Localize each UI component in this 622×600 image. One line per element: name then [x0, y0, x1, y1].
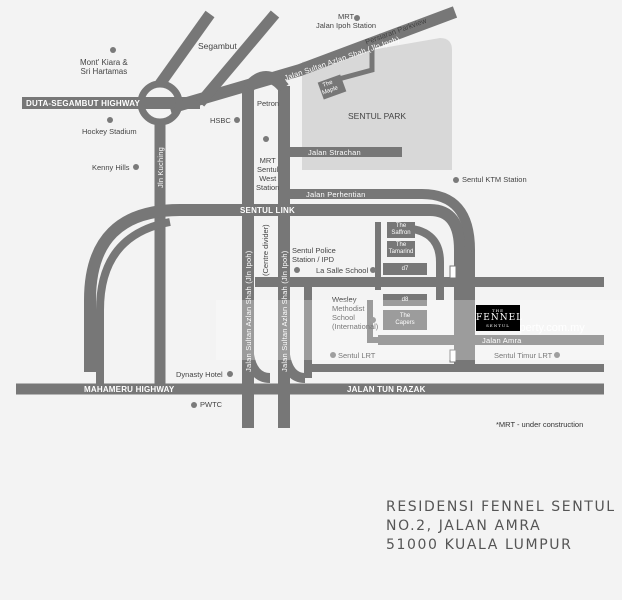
logo-line2: FENNEL — [476, 313, 524, 323]
hsbc-label: HSBC — [210, 116, 231, 125]
segambut-label: Segambut — [198, 41, 237, 51]
mrt-sentul-west-dot — [263, 136, 269, 142]
logo-line1: THE — [491, 308, 505, 313]
sentul-park-area — [302, 38, 452, 170]
jalan-ipoh-loop — [243, 71, 289, 93]
address-line2: NO.2, JALAN AMRA — [386, 518, 542, 534]
jalan-ipoh-bottom-curve — [243, 339, 271, 383]
mrt-sentul-west-label: MRT Sentul West Station — [256, 156, 280, 192]
hockey-stadium-dot — [107, 117, 113, 123]
dynasty-hotel-label: Dynasty Hotel — [176, 370, 223, 379]
sentul-lrt-dot — [330, 352, 336, 358]
mahameru-label: MAHAMERU HIGHWAY — [84, 385, 175, 394]
watermark-text: iProperty.com.my — [500, 322, 585, 334]
police-label: Sentul Police Station / IPD — [292, 246, 336, 264]
jln-kuching-label: Jln Kuching — [156, 147, 165, 188]
petron-label: Petron — [257, 99, 280, 108]
pwtc-dot — [191, 402, 197, 408]
sentul-ktm-label: Sentul KTM Station — [462, 175, 527, 184]
hsbc-dot — [234, 117, 240, 123]
hockey-stadium-label: Hockey Stadium — [82, 127, 137, 136]
railway-markers — [449, 265, 457, 363]
address-line3: 51000 KUALA LUMPUR — [386, 537, 573, 553]
sentul-lrt-label: Sentul LRT — [338, 351, 376, 360]
address-line1: RESIDENSI FENNEL SENTUL — [386, 499, 616, 515]
tamarind-block: The Tamarind — [387, 241, 415, 257]
jalan-amra-label: Jalan Amra — [482, 336, 522, 345]
police-dot — [294, 267, 300, 273]
duta-segambut-label: DUTA-SEGAMBUT HIGHWAY — [26, 99, 140, 108]
sentul-ktm-dot — [453, 177, 459, 183]
jalan-ipoh-bottom-curve-2 — [279, 339, 306, 383]
sentul-park-label: SENTUL PARK — [348, 111, 407, 121]
jalan-tun-razak-label: JALAN TUN RAZAK — [347, 385, 426, 394]
sentul-link-label: SENTUL LINK — [240, 206, 295, 215]
sentul-timur-lrt-dot — [554, 352, 560, 358]
pwtc-label: PWTC — [200, 400, 223, 409]
la-salle-label: La Salle School — [316, 266, 369, 275]
sentul-timur-lrt-label: Sentul Timur LRT — [494, 351, 553, 360]
d7-block: d7 — [383, 263, 427, 275]
mrt-jalan-ipoh-dot — [354, 15, 360, 21]
wesley-dot — [370, 317, 376, 323]
sentul-link-road — [84, 204, 466, 372]
sentul-link-inner — [96, 218, 171, 386]
kenny-hills-dot — [133, 164, 139, 170]
jalan-perhentian-road — [290, 189, 475, 368]
la-salle-dot — [370, 267, 376, 273]
segambut-road-2 — [195, 10, 280, 107]
kenny-hills-label: Kenny Hills — [92, 163, 130, 172]
mrt-note: *MRT - under construction — [496, 420, 584, 429]
centre-divider-label: (Centre divider) — [261, 224, 270, 276]
wesley-label: Wesley Methodist School (International) — [332, 295, 379, 331]
logo-line3: SENTUL — [486, 323, 510, 328]
segambut-road — [155, 10, 215, 88]
fennel-logo: THE FENNEL SENTUL — [476, 305, 524, 331]
capers-block: The Capers — [383, 310, 427, 330]
saffron-block: The Saffron — [387, 222, 415, 238]
mont-kiara-dot — [110, 47, 116, 53]
d8-block: d8 — [383, 294, 427, 306]
persiaran-parkview-road — [334, 48, 375, 83]
jalan-perhentian-label: Jalan Perhentian — [306, 190, 366, 199]
jalan-strachan-label: Jalan Strachan — [308, 148, 361, 157]
address-block: RESIDENSI FENNEL SENTUL NO.2, JALAN AMRA… — [386, 498, 616, 555]
watermark-band — [216, 300, 622, 360]
dynasty-hotel-dot — [227, 371, 233, 377]
mrt-jalan-ipoh-label: MRT Jalan Ipoh Station — [316, 12, 377, 30]
mont-kiara-label: Mont' Kiara & Sri Hartamas — [80, 58, 128, 76]
